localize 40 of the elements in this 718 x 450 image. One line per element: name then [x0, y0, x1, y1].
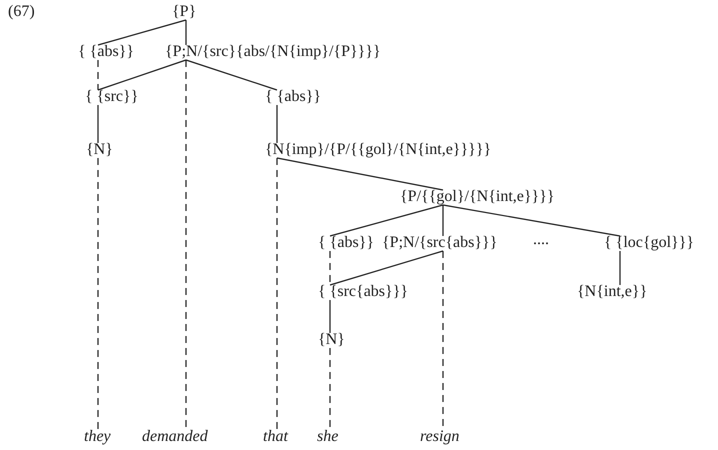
dashed-association-line	[185, 60, 187, 430]
category-label: {P;N/{src{abs}}}	[382, 233, 498, 253]
category-label: { {src}}	[85, 87, 138, 107]
category-label: { {src{abs}}}	[318, 282, 408, 302]
branch-line	[330, 204, 444, 237]
category-label: { {abs}}	[265, 87, 322, 107]
word-label: resign	[420, 427, 460, 447]
category-label: { {abs}}	[318, 233, 374, 253]
branch-line	[276, 105, 278, 143]
branch-line	[186, 59, 278, 91]
word-label: that	[263, 427, 288, 447]
dashed-association-line	[97, 158, 99, 430]
category-label: {P}	[172, 2, 196, 22]
branch-line	[619, 251, 621, 285]
word-label: they	[84, 427, 111, 447]
category-label: {N}	[86, 140, 113, 160]
dashed-association-line	[276, 158, 278, 430]
branch-line	[276, 157, 444, 191]
ellipsis-text: ....	[533, 230, 549, 250]
category-label: {N{imp}/{P/{{gol}/{N{int,e}}}}}	[265, 140, 492, 160]
category-label: { {loc{gol}}}	[604, 233, 694, 253]
dashed-association-line	[329, 251, 331, 285]
branch-line	[330, 250, 444, 286]
category-label: {N}	[318, 330, 345, 350]
example-number: (67)	[8, 2, 35, 22]
branch-line	[98, 19, 186, 46]
branch-line	[442, 205, 444, 236]
word-label: demanded	[142, 427, 208, 447]
branch-line	[329, 300, 331, 333]
category-label: {P/{{gol}/{N{int,e}}}}	[400, 187, 555, 207]
dashed-association-line	[97, 60, 99, 90]
category-label: {P;N/{src}{abs/{N{imp}/{P}}}}	[165, 42, 381, 62]
branch-line	[185, 20, 187, 45]
dashed-association-line	[329, 348, 331, 430]
branch-line	[98, 59, 186, 91]
category-label: {N{int,e}}	[577, 282, 648, 302]
branch-line	[442, 204, 620, 237]
word-label: she	[317, 427, 338, 447]
category-label: { {abs}}	[78, 42, 134, 62]
branch-line	[97, 105, 99, 143]
